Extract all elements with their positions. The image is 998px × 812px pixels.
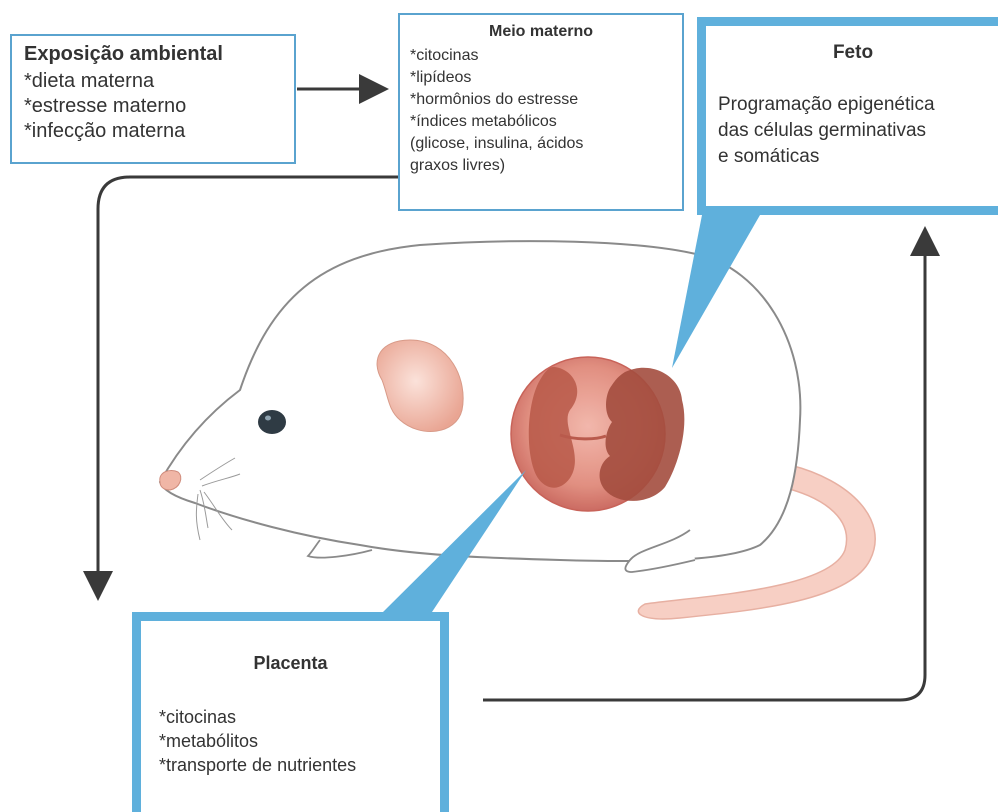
placenta-item: *citocinas [159,705,440,729]
exposure-item: *estresse materno [24,94,294,119]
exposure-item: *dieta materna [24,69,294,94]
mouse-eye [258,410,286,434]
maternal-item: *citocinas [410,45,682,67]
fetus-item: Programação epigenética [718,92,998,118]
placenta-box: Placenta *citocinas *metabólitos *transp… [132,612,449,812]
maternal-item: (glicose, insulina, ácidos [410,133,682,155]
fetus-item: e somáticas [718,144,998,170]
placenta-title: Placenta [159,651,440,675]
fetus-box: Feto Programação epigenética das células… [697,17,998,215]
exposure-title: Exposição ambiental [24,42,294,67]
placenta-item: *transporte de nutrientes [159,753,440,777]
placenta-item: *metabólitos [159,729,440,753]
maternal-item: graxos livres) [410,155,682,177]
fetus-item: das células germinativas [718,118,998,144]
exposure-item: *infecção materna [24,119,294,144]
maternal-title: Meio materno [410,21,682,43]
exposure-box: Exposição ambiental *dieta materna *estr… [10,34,296,164]
fetus-title: Feto [718,40,998,66]
maternal-environment-box: Meio materno *citocinas *lipídeos *hormô… [398,13,684,211]
maternal-item: *hormônios do estresse [410,89,682,111]
maternal-item: *índices metabólicos [410,111,682,133]
maternal-item: *lipídeos [410,67,682,89]
